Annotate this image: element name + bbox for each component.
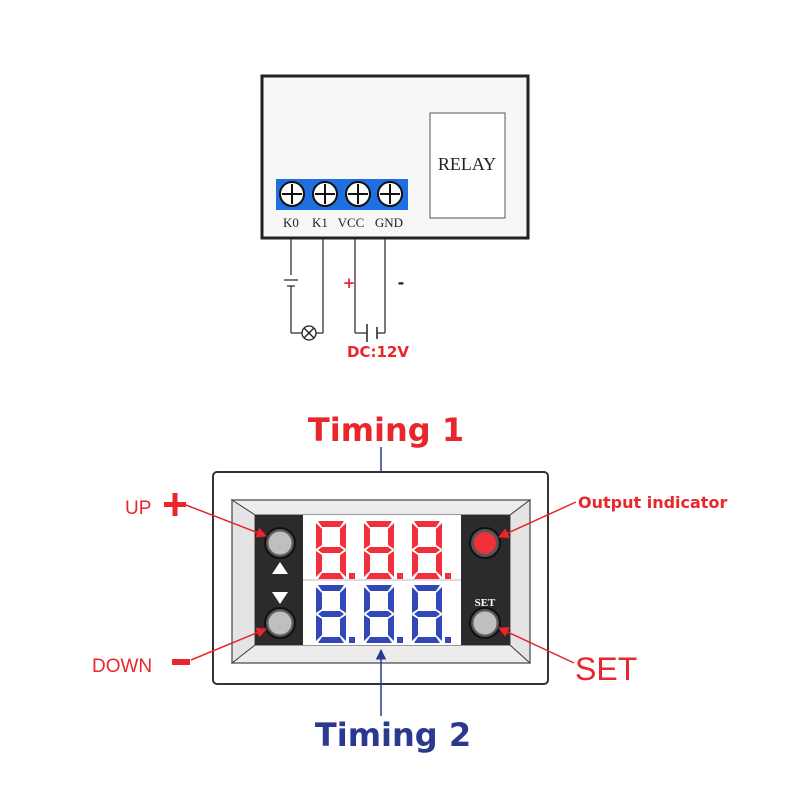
set-label: SET <box>575 651 637 687</box>
terminal-label-k1: K1 <box>312 215 328 230</box>
down-label: DOWN <box>92 656 152 677</box>
up-callout-arrow <box>185 504 267 538</box>
plus-icon <box>164 493 186 516</box>
relay-label: RELAY <box>438 154 496 174</box>
timing2-label: Timing 2 <box>315 716 471 754</box>
terminal-label-k0: K0 <box>283 215 299 230</box>
terminal-label-vcc: VCC <box>338 215 365 230</box>
wiring-lines <box>284 238 386 342</box>
up-button[interactable] <box>264 527 296 559</box>
lamp-icon <box>301 325 317 341</box>
up-arrow-icon <box>272 562 288 574</box>
output-indicator-label: Output indicator <box>578 493 727 512</box>
plus-sign: + <box>343 274 356 292</box>
up-label: UP <box>125 498 151 519</box>
timer-panel: SET <box>212 471 549 685</box>
terminal-screw <box>312 181 338 207</box>
terminal-screw <box>377 181 403 207</box>
down-button[interactable] <box>264 607 296 639</box>
terminal-label-gnd: GND <box>375 215 403 230</box>
relay-box <box>429 112 506 219</box>
minus-icon <box>172 659 190 665</box>
terminal-screw <box>279 181 305 207</box>
supply-label: DC:12V <box>347 343 409 361</box>
terminal-screw <box>345 181 371 207</box>
set-button[interactable] <box>469 607 501 639</box>
minus-sign: - <box>398 273 405 292</box>
down-arrow-icon <box>272 592 288 604</box>
output-indicator-arrow <box>498 501 577 538</box>
relay-module: RELAY K0 K1 <box>260 74 530 240</box>
set-callout-arrow <box>498 627 575 664</box>
terminal-screws <box>279 181 403 207</box>
down-callout-arrow <box>190 627 267 661</box>
output-indicator-led <box>469 527 501 559</box>
set-button-text: SET <box>475 597 496 609</box>
timing1-label: Timing 1 <box>308 411 464 449</box>
